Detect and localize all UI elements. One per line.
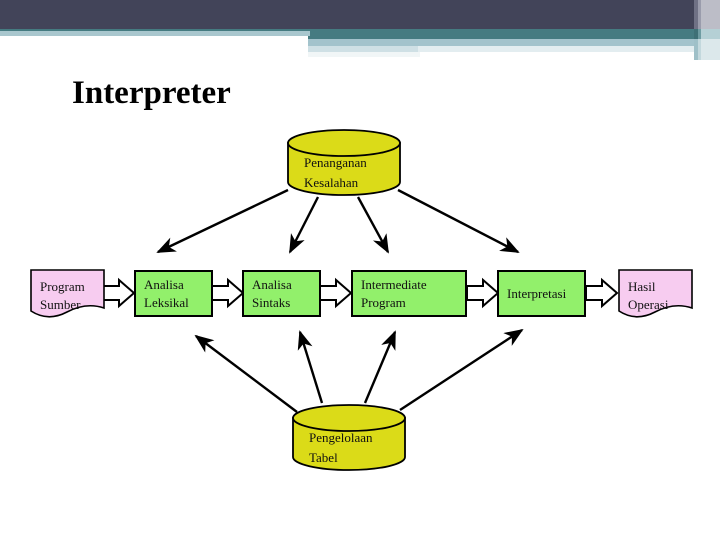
node-pengelolaan-tabel[interactable]: Pengelolaan Tabel: [293, 405, 405, 471]
node-pengelolaan-tabel-shape: [292, 404, 406, 471]
header-accent-2: [308, 39, 720, 46]
header-accent-4: [418, 46, 720, 52]
slide-title: Interpreter: [72, 75, 231, 111]
header-right-stripe-teal-3: [701, 29, 720, 39]
label-line: Hasil: [628, 279, 656, 294]
header-teal-band: [0, 29, 720, 39]
arrows-from-pengelolaan-tabel: [194, 328, 524, 413]
node-interpretasi[interactable]: Interpretasi: [497, 270, 586, 317]
label-line: Operasi: [628, 297, 669, 312]
node-penanganan-kesalahan-shape: [287, 129, 401, 196]
node-program-sumber-shape: [30, 269, 105, 318]
node-pengelolaan-tabel-label: Pengelolaan Tabel: [309, 428, 373, 468]
label-line: Pengelolaan: [309, 430, 373, 445]
label-line: Sintaks: [252, 294, 291, 310]
node-program-sumber-label: Program Sumber: [40, 278, 85, 314]
node-penanganan-kesalahan[interactable]: Penanganan Kesalahan: [288, 130, 400, 196]
node-hasil-operasi[interactable]: Hasil Operasi: [619, 270, 695, 322]
node-hasil-operasi-label: Hasil Operasi: [628, 278, 668, 314]
header-accent-1: [0, 31, 310, 36]
block-arrow-chain: [102, 277, 619, 309]
node-hasil-operasi-shape: [618, 269, 693, 318]
node-analisa-leksikal[interactable]: Analisa Leksikal: [134, 270, 213, 317]
block-arrow-program-to-leksikal: [102, 277, 136, 309]
node-intermediate-program[interactable]: Intermediate Program: [351, 270, 467, 317]
node-analisa-sintaks[interactable]: Analisa Sintaks: [242, 270, 321, 317]
header-accent-5: [308, 52, 420, 57]
label-line: Program: [361, 294, 406, 310]
block-arrow-interpretasi-to-hasil: [585, 277, 619, 309]
label-line: Kesalahan: [304, 175, 359, 190]
label-line: Interpretasi: [507, 285, 567, 301]
header-accent-3: [308, 46, 418, 52]
header-dark-band: [0, 0, 720, 29]
slide-header-banner: [0, 0, 720, 60]
label-line: Leksikal: [144, 294, 189, 310]
header-right-stripe-pale-2: [698, 39, 701, 60]
label-line: Analisa: [144, 276, 184, 292]
label-line: Program: [40, 279, 85, 294]
block-arrow-sintaks-to-intermediate: [319, 277, 353, 309]
node-program-sumber[interactable]: Program Sumber: [31, 270, 107, 322]
block-arrow-intermediate-to-interpretasi: [466, 277, 500, 309]
header-right-stripe-pale-3: [701, 39, 720, 60]
label-line: Intermediate: [361, 276, 427, 292]
label-line: Analisa: [252, 276, 292, 292]
header-right-stripe-teal-1: [694, 29, 698, 39]
label-line: Penanganan: [304, 155, 367, 170]
header-right-stripe-teal-2: [698, 29, 701, 39]
header-right-stripe-pale-1: [694, 39, 698, 60]
arrows-from-penanganan-kesalahan: [156, 188, 520, 254]
label-line: Sumber: [40, 297, 81, 312]
node-penanganan-kesalahan-label: Penanganan Kesalahan: [304, 153, 367, 193]
header-white-gap: [0, 36, 308, 60]
block-arrow-leksikal-to-sintaks: [211, 277, 245, 309]
label-line: Tabel: [309, 450, 338, 465]
